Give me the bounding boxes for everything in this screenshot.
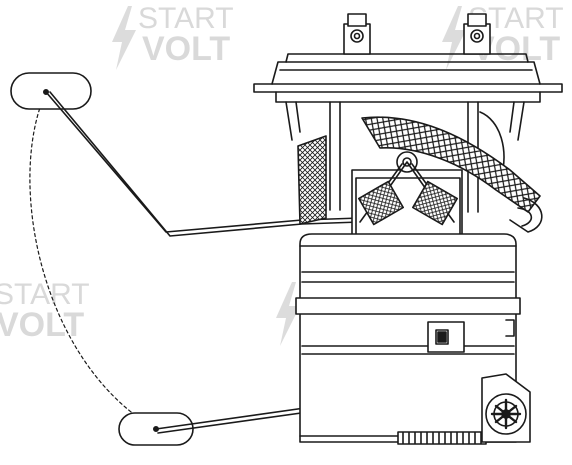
float-swing-arc [29, 91, 155, 429]
bolt-icon [112, 6, 136, 70]
float-upper [10, 72, 92, 110]
connector-left [343, 13, 371, 55]
mesh-filter-pad [297, 135, 327, 225]
bottom-ribbed-filter [397, 431, 487, 445]
level-sender-mechanism [351, 151, 463, 241]
watermark-volt-text: VOLT [142, 30, 231, 68]
pump-reservoir [295, 233, 521, 443]
watermark-start-text: START [0, 278, 90, 311]
top-flange [253, 53, 563, 141]
float-arm-upper [45, 91, 361, 237]
bolt-icon [442, 6, 466, 70]
watermark-start-text: START [138, 2, 234, 35]
watermark-top-left: START VOLT [108, 2, 234, 70]
connector-right [463, 13, 491, 55]
watermark-middle-left: START VOLT [0, 278, 90, 343]
braided-hose [361, 116, 543, 233]
bolt-icon [276, 282, 300, 346]
pump-outlet-fitting [481, 373, 531, 443]
